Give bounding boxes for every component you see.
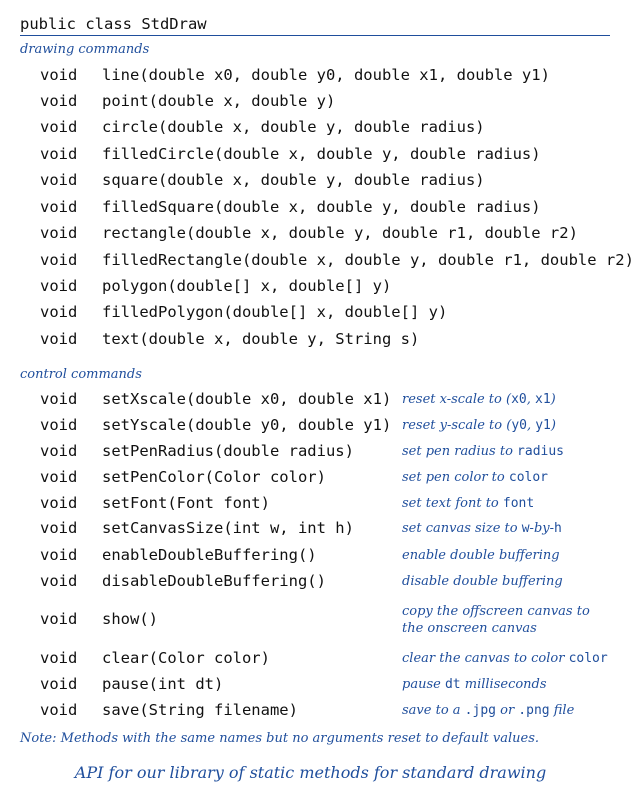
method-description: copy the offscreen canvas to the onscreen… xyxy=(402,603,590,637)
description-text: enable double buffering xyxy=(402,548,560,563)
return-type: void xyxy=(40,468,78,486)
return-type: void xyxy=(40,610,78,628)
description-text: ) xyxy=(550,418,556,433)
method-signature: save(String filename) xyxy=(102,701,298,719)
method-signature: polygon(double[] x, double[] y) xyxy=(102,277,392,295)
figure-caption: API for our library of static methods fo… xyxy=(74,763,547,782)
return-type: void xyxy=(40,330,78,348)
method-description: reset y-scale to (y0, y1) xyxy=(402,418,556,433)
method-signature: show() xyxy=(102,610,158,628)
method-signature: setYscale(double y0, double y1) xyxy=(102,416,392,434)
description-text: reset x-scale to ( xyxy=(402,392,512,407)
return-type: void xyxy=(40,224,78,242)
method-description: clear the canvas to color color xyxy=(402,651,608,666)
method-description: set canvas size to w-by-h xyxy=(402,521,562,536)
method-signature: setPenColor(Color color) xyxy=(102,468,326,486)
description-text: -by- xyxy=(529,521,554,536)
description-text: pause xyxy=(402,677,445,692)
method-signature: filledCircle(double x, double y, double … xyxy=(102,145,541,163)
method-signature: setXscale(double x0, double x1) xyxy=(102,390,392,408)
code-term: font xyxy=(502,496,535,511)
method-signature: setCanvasSize(int w, int h) xyxy=(102,519,354,537)
return-type: void xyxy=(40,118,78,136)
return-type: void xyxy=(40,171,78,189)
return-type: void xyxy=(40,277,78,295)
code-term: x1 xyxy=(535,392,551,407)
drawing-commands-label: drawing commands xyxy=(20,42,150,57)
method-signature: enableDoubleBuffering() xyxy=(102,546,317,564)
method-signature: filledPolygon(double[] x, double[] y) xyxy=(102,303,448,321)
class-declaration: public class StdDraw xyxy=(20,15,207,33)
return-type: void xyxy=(40,572,78,590)
description-text: milliseconds xyxy=(460,677,547,692)
description-text: copy the offscreen canvas to xyxy=(402,604,590,619)
code-term: y1 xyxy=(535,418,551,433)
return-type: void xyxy=(40,519,78,537)
method-signature: circle(double x, double y, double radius… xyxy=(102,118,485,136)
method-description: enable double buffering xyxy=(402,548,560,563)
code-term: x0 xyxy=(511,392,527,407)
method-signature: square(double x, double y, double radius… xyxy=(102,171,485,189)
class-header: public class StdDraw xyxy=(20,10,610,36)
description-text: or xyxy=(495,703,519,718)
note-text: Note: Methods with the same names but no… xyxy=(20,731,540,746)
method-signature: line(double x0, double y0, double x1, do… xyxy=(102,66,550,84)
method-signature: setPenRadius(double radius) xyxy=(102,442,354,460)
method-signature: filledRectangle(double x, double y, doub… xyxy=(102,251,634,269)
description-text: , xyxy=(526,418,536,433)
return-type: void xyxy=(40,303,78,321)
method-signature: setFont(Font font) xyxy=(102,494,270,512)
code-term: dt xyxy=(444,677,461,692)
method-signature: point(double x, double y) xyxy=(102,92,336,110)
description-text: clear the canvas to color xyxy=(402,651,569,666)
code-term: y0 xyxy=(511,418,527,433)
return-type: void xyxy=(40,390,78,408)
code-term: color xyxy=(568,651,608,666)
method-description: save to a .jpg or .png file xyxy=(402,703,574,718)
method-signature: rectangle(double x, double y, double r1,… xyxy=(102,224,578,242)
code-term: h xyxy=(554,521,562,536)
return-type: void xyxy=(40,649,78,667)
method-signature: clear(Color color) xyxy=(102,649,270,667)
return-type: void xyxy=(40,251,78,269)
method-description: reset x-scale to (x0, x1) xyxy=(402,392,556,407)
description-text: , xyxy=(526,392,535,407)
return-type: void xyxy=(40,701,78,719)
description-text: set canvas size to xyxy=(402,521,522,536)
method-description: set pen color to color xyxy=(402,470,548,485)
method-signature: text(double x, double y, String s) xyxy=(102,330,420,348)
code-term: .png xyxy=(518,703,550,718)
method-signature: pause(int dt) xyxy=(102,675,224,693)
return-type: void xyxy=(40,416,78,434)
method-signature: filledSquare(double x, double y, double … xyxy=(102,198,541,216)
code-term: .jpg xyxy=(464,703,496,718)
return-type: void xyxy=(40,494,78,512)
method-description: set pen radius to radius xyxy=(402,444,564,459)
method-description: disable double buffering xyxy=(402,574,563,589)
description-text: set pen color to xyxy=(402,470,509,485)
description-text: reset y-scale to ( xyxy=(402,418,512,433)
method-signature: disableDoubleBuffering() xyxy=(102,572,326,590)
return-type: void xyxy=(40,198,78,216)
description-text: file xyxy=(549,703,575,718)
description-text: the onscreen canvas xyxy=(402,621,537,636)
method-description: set text font to font xyxy=(402,496,534,511)
return-type: void xyxy=(40,66,78,84)
code-term: color xyxy=(508,470,549,485)
return-type: void xyxy=(40,675,78,693)
return-type: void xyxy=(40,92,78,110)
description-text: set text font to xyxy=(402,496,503,511)
return-type: void xyxy=(40,546,78,564)
description-text: disable double buffering xyxy=(402,574,563,589)
description-text: ) xyxy=(550,392,556,407)
code-term: radius xyxy=(517,444,565,459)
return-type: void xyxy=(40,145,78,163)
control-commands-label: control commands xyxy=(20,367,142,382)
method-description: pause dt milliseconds xyxy=(402,677,547,692)
description-text: save to a xyxy=(402,703,465,718)
description-text: set pen radius to xyxy=(402,444,518,459)
return-type: void xyxy=(40,442,78,460)
code-term: w xyxy=(521,521,530,536)
